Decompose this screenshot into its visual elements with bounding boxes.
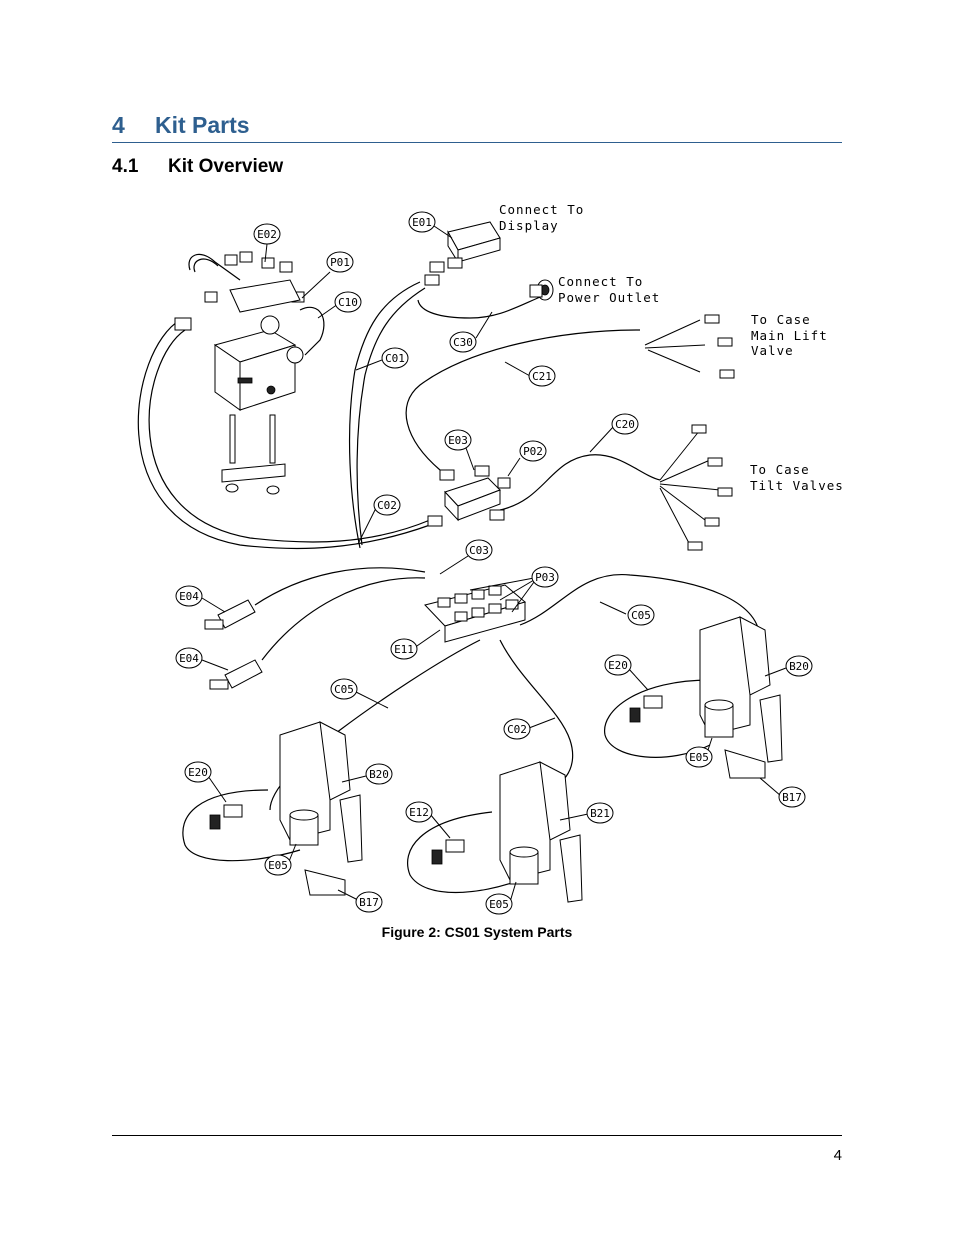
svg-text:E05: E05 <box>489 898 509 911</box>
note-tilt-2: Tilt Valves <box>750 478 844 493</box>
svg-text:E03: E03 <box>448 434 468 447</box>
note-power-1: Connect To <box>558 274 643 289</box>
callout-c01: C01 <box>381 347 409 369</box>
callout-e05a: E05 <box>685 746 713 768</box>
display-connector <box>424 221 501 286</box>
svg-text:C05: C05 <box>631 609 651 622</box>
svg-text:C10: C10 <box>338 296 358 309</box>
note-display-1: Connect To <box>499 202 584 217</box>
svg-text:E01: E01 <box>412 216 432 229</box>
figure-caption: Figure 2: CS01 System Parts <box>381 924 573 940</box>
svg-text:P03: P03 <box>535 571 555 584</box>
note-display-2: Display <box>499 218 559 233</box>
svg-text:E04: E04 <box>179 652 199 665</box>
e03-module <box>427 465 511 527</box>
callout-p02: P02 <box>519 440 547 462</box>
callout-c02a: C02 <box>373 494 401 516</box>
callout-e05b: E05 <box>264 854 292 876</box>
callout-b17a: B17 <box>778 786 806 808</box>
callout-e04b: E04 <box>175 647 203 669</box>
svg-text:B20: B20 <box>789 660 809 673</box>
svg-text:E05: E05 <box>268 859 288 872</box>
callout-c03: C03 <box>465 539 493 561</box>
footer-rule <box>112 1135 842 1136</box>
note-main-3: Valve <box>751 343 794 358</box>
callout-e20b: E20 <box>184 761 212 783</box>
callout-p01: P01 <box>326 251 354 273</box>
svg-text:C05: C05 <box>334 683 354 696</box>
subsection-title: Kit Overview <box>168 156 284 177</box>
note-main-1: To Case <box>751 312 811 327</box>
power-plug <box>529 279 554 301</box>
callout-p03: P03 <box>531 566 559 588</box>
svg-text:B20: B20 <box>369 768 389 781</box>
cables <box>137 281 761 894</box>
subsection-number: 4.1 <box>112 156 139 177</box>
callouts: E02 P01 C10 E01 C01 C30 C21 E03 P02 C20 … <box>175 211 813 915</box>
svg-text:E20: E20 <box>608 659 628 672</box>
callout-c05a: C05 <box>330 678 358 700</box>
callout-b21: B21 <box>586 802 614 824</box>
svg-text:E05: E05 <box>689 751 709 764</box>
section-heading: 4 Kit Parts <box>112 110 842 143</box>
e04-sensors <box>204 599 263 690</box>
svg-text:P01: P01 <box>330 256 350 269</box>
note-power-2: Power Outlet <box>558 290 660 305</box>
callout-e01: E01 <box>408 211 436 233</box>
section-title: Kit Parts <box>155 112 250 138</box>
callout-e20a: E20 <box>604 654 632 676</box>
svg-text:P02: P02 <box>523 445 543 458</box>
callout-c30: C30 <box>449 331 477 353</box>
callout-b17b: B17 <box>355 891 383 913</box>
section-number: 4 <box>112 112 125 138</box>
note-tilt-1: To Case <box>750 462 810 477</box>
mount-bracket-right <box>629 616 783 779</box>
svg-text:B17: B17 <box>359 896 379 909</box>
svg-text:B17: B17 <box>782 791 802 804</box>
parts-diagram: E02 P01 C10 E01 C01 C30 C21 E03 P02 C20 … <box>137 202 844 915</box>
callout-e11: E11 <box>390 638 418 660</box>
valve-block-assembly <box>174 251 325 495</box>
callout-c20: C20 <box>611 413 639 435</box>
svg-text:E20: E20 <box>188 766 208 779</box>
callout-c21: C21 <box>528 365 556 387</box>
callout-e02: E02 <box>253 223 281 245</box>
note-main-2: Main Lift <box>751 328 828 343</box>
svg-text:C30: C30 <box>453 336 473 349</box>
harness-connectors <box>687 314 735 551</box>
page-number: 4 <box>833 1147 842 1164</box>
svg-text:C02: C02 <box>377 499 397 512</box>
svg-text:C21: C21 <box>532 370 552 383</box>
callout-e12: E12 <box>405 801 433 823</box>
svg-text:C20: C20 <box>615 418 635 431</box>
callout-c05b: C05 <box>627 604 655 626</box>
callout-c10: C10 <box>334 291 362 313</box>
mount-bracket-middle <box>431 761 583 903</box>
svg-text:E12: E12 <box>409 806 429 819</box>
callout-b20b: B20 <box>365 763 393 785</box>
callout-e03: E03 <box>444 429 472 451</box>
figure-notes: Connect To Display Connect To Power Outl… <box>499 202 844 493</box>
svg-text:C03: C03 <box>469 544 489 557</box>
svg-text:B21: B21 <box>590 807 610 820</box>
callout-e04a: E04 <box>175 585 203 607</box>
system-parts-figure: E02 P01 C10 E01 C01 C30 C21 E03 P02 C20 … <box>110 195 850 915</box>
callout-b20a: B20 <box>785 655 813 677</box>
callout-c02b: C02 <box>503 718 531 740</box>
mount-bracket-left <box>209 721 363 896</box>
svg-text:E11: E11 <box>394 643 414 656</box>
svg-text:E04: E04 <box>179 590 199 603</box>
svg-text:C01: C01 <box>385 352 405 365</box>
svg-text:E02: E02 <box>257 228 277 241</box>
svg-text:C02: C02 <box>507 723 527 736</box>
callout-e05c: E05 <box>485 893 513 915</box>
e11-manifold <box>424 584 527 643</box>
